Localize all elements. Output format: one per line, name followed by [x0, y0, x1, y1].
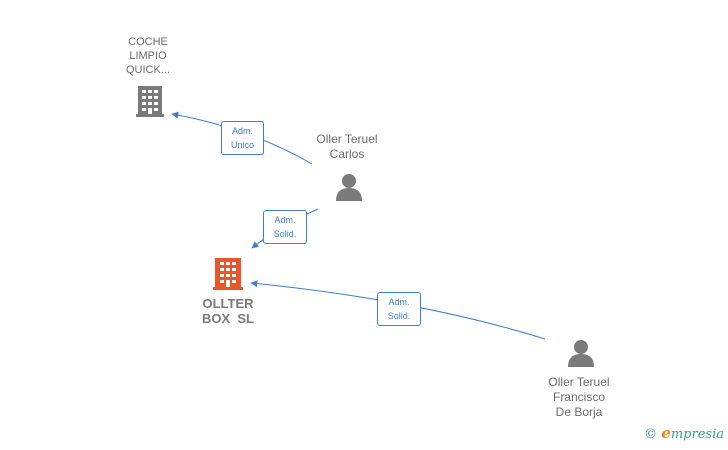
edge-label-line: Adm.: [388, 297, 410, 307]
edge-label-line: Adm.: [274, 215, 296, 225]
label-line: BOX SL: [201, 311, 254, 326]
building-icon: [136, 86, 164, 117]
node-label-carlos[interactable]: Oller Teruel Carlos: [297, 132, 397, 162]
empresia-logo: © empresia: [644, 424, 724, 442]
building-icon: [213, 258, 243, 290]
edge-label-line: Unico: [230, 140, 254, 150]
person-icon: [336, 174, 362, 201]
label-line: OLLTER: [202, 296, 254, 311]
node-label-ollter[interactable]: OLLTER BOX SL: [178, 296, 278, 326]
edge-label-line: Solid.: [387, 311, 411, 321]
brand-e: e: [661, 424, 671, 442]
label-line: Oller Teruel: [548, 375, 610, 389]
brand-name: mpresia: [670, 427, 724, 442]
edge-label-adm-solid-francisco[interactable]: Adm. Solid.: [377, 292, 421, 326]
label-line: Carlos: [329, 147, 365, 161]
edge-label-line: Adm.: [231, 126, 253, 136]
label-line: Francisco: [552, 390, 605, 404]
copyright-symbol: ©: [644, 427, 658, 442]
node-label-coche[interactable]: COCHE LIMPIO QUICK...: [108, 35, 188, 77]
edge-label-adm-solid-carlos[interactable]: Adm. Solid.: [263, 210, 307, 244]
label-line: De Borja: [555, 405, 603, 419]
label-line: LIMPIO: [129, 50, 167, 62]
label-line: QUICK...: [125, 64, 170, 76]
label-line: COCHE: [128, 36, 168, 48]
label-line: Oller Teruel: [316, 132, 378, 146]
node-label-francisco[interactable]: Oller Teruel Francisco De Borja: [529, 375, 629, 420]
person-icon: [568, 340, 594, 367]
edge-label-adm-unico[interactable]: Adm. Unico: [221, 121, 264, 155]
edge-label-line: Solid.: [273, 229, 297, 239]
